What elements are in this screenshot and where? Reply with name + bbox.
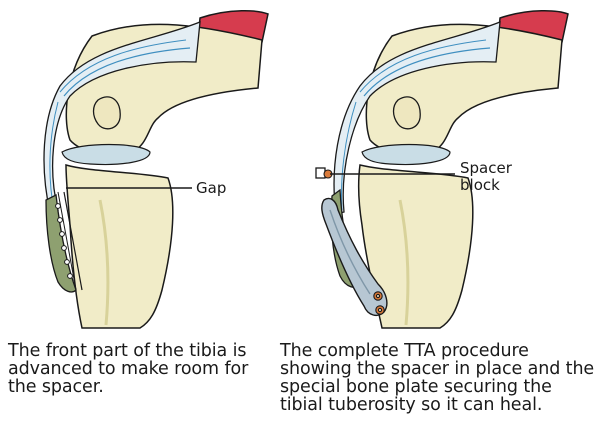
osteotomy-gap <box>63 191 83 291</box>
caption-line: The front part of the tibia is <box>8 341 247 361</box>
patella <box>92 96 121 130</box>
left-caption: The front part of the tibia is advanced … <box>8 342 248 396</box>
caption-line: showing the spacer in place and the <box>280 359 595 379</box>
caption-line: The complete TTA procedure <box>280 341 529 361</box>
caption-line: the spacer. <box>8 377 104 397</box>
spacer-block-label: Spacer block <box>460 160 512 194</box>
plate-screws <box>373 291 385 315</box>
knee-before-spacer-illustration <box>43 9 269 329</box>
left-illustration-panel: Gap The front part of the tibia is advan… <box>8 9 269 396</box>
cartilage <box>61 143 151 166</box>
right-illustration-panel: Spacer block The complete TTA procedure … <box>280 0 600 429</box>
cartilage <box>361 143 451 166</box>
knee-after-tta-illustration <box>315 9 569 329</box>
drill-holes <box>55 203 73 279</box>
tibia <box>65 164 174 329</box>
label-line: Spacer <box>460 159 512 177</box>
patella <box>392 96 421 130</box>
caption-line: tibial tuberosity so it can heal. <box>280 395 543 415</box>
right-caption: The complete TTA procedure showing the s… <box>280 342 594 414</box>
caption-line: advanced to make room for <box>8 359 249 379</box>
tibial-tuberosity <box>45 194 77 293</box>
tibia <box>357 164 474 329</box>
caption-line: special bone plate securing the <box>280 377 552 397</box>
gap-label: Gap <box>196 179 227 197</box>
label-line: block <box>460 176 500 194</box>
